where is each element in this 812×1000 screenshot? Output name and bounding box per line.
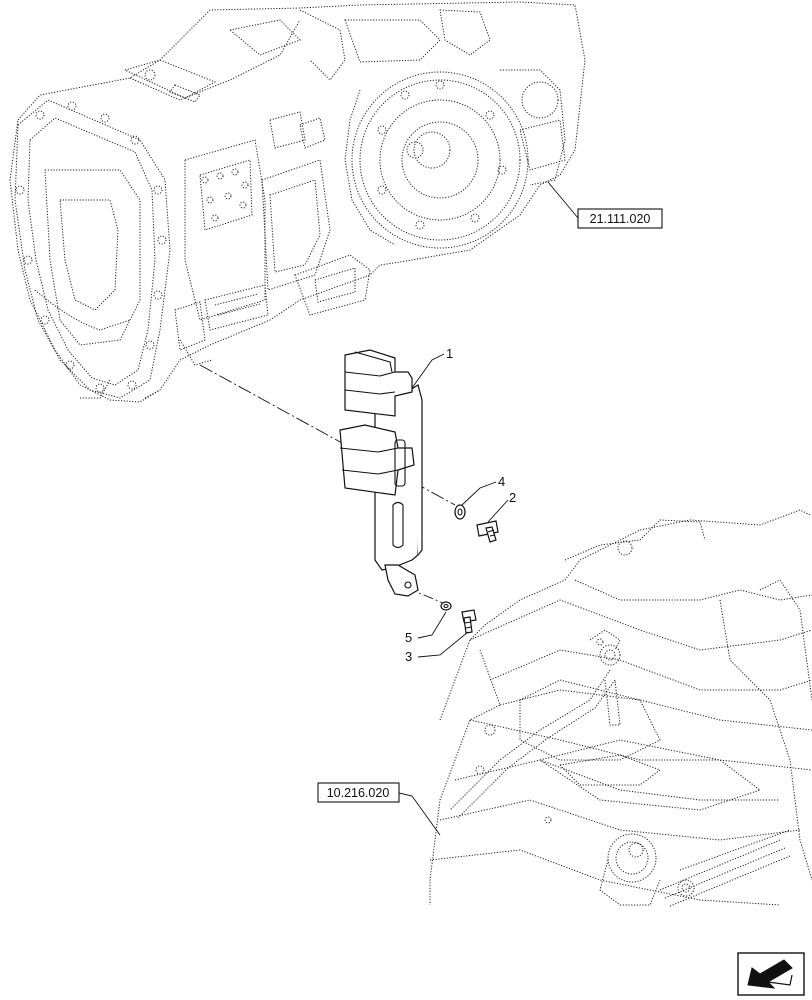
reference-box-lower[interactable]: 10.216.020: [317, 782, 441, 836]
callout-label-5: 5: [405, 630, 412, 645]
washer-part-4[interactable]: [454, 504, 466, 520]
reference-label-lower: 10.216.020: [327, 786, 390, 800]
callout-label-3: 3: [405, 649, 412, 664]
previous-page-arrow-icon[interactable]: [737, 952, 805, 996]
reference-box-upper[interactable]: 21.111.020: [547, 181, 663, 229]
callout-label-1: 1: [446, 346, 453, 361]
callout-1: 1: [411, 346, 453, 389]
bolt-part-3[interactable]: [461, 609, 477, 634]
transmission-housing-drawing: [9, 1, 586, 403]
callout-5: 5: [405, 611, 447, 645]
lower-housing-drawing: [429, 509, 812, 907]
reference-label-upper: 21.111.020: [590, 212, 651, 226]
bracket-part-1[interactable]: [339, 349, 423, 597]
callout-label-4: 4: [498, 474, 505, 489]
callout-label-2: 2: [509, 490, 516, 505]
callout-4: 4: [461, 474, 505, 506]
bolt-part-2[interactable]: [476, 520, 499, 543]
callout-3: 3: [405, 631, 469, 664]
washer-part-5[interactable]: [440, 601, 452, 611]
callout-2: 2: [487, 490, 516, 523]
